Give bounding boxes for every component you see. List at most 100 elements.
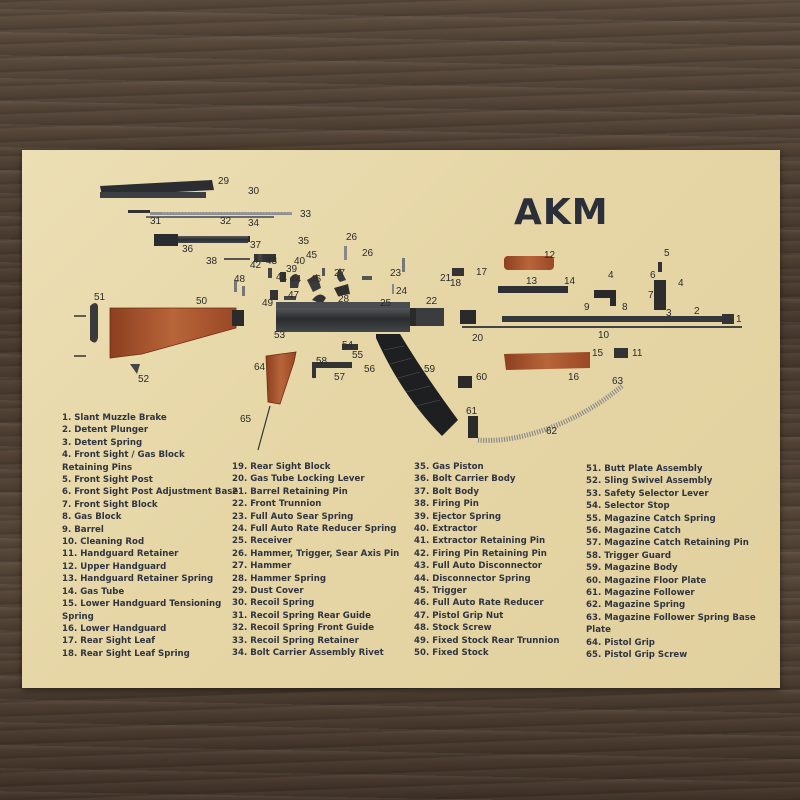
magazine-follower-part (468, 416, 478, 438)
legend-item: 41. Extractor Retaining Pin (414, 536, 546, 547)
legend-item: 56. Magazine Catch (586, 526, 681, 537)
callout-17: 17 (476, 267, 488, 278)
callout-24: 24 (396, 286, 408, 297)
callout-53: 53 (274, 330, 286, 341)
rear-sight-block-part (460, 310, 476, 324)
callout-57: 57 (334, 372, 346, 383)
callout-31: 31 (150, 216, 162, 227)
legend-item: 55. Magazine Catch Spring (586, 513, 716, 524)
legend-item: 30. Recoil Spring (232, 598, 315, 609)
legend-item: 13. Handguard Retainer Spring (62, 574, 214, 585)
callout-39: 39 (286, 264, 298, 275)
callout-7: 7 (648, 290, 654, 301)
recoil-spring-part (128, 210, 292, 218)
callout-21: 21 (440, 273, 452, 284)
callout-58: 58 (316, 356, 328, 367)
callout-12: 12 (544, 250, 556, 261)
legend-item: 44. Disconnector Spring (414, 573, 531, 584)
callout-36: 36 (182, 244, 194, 255)
callout-63: 63 (612, 376, 624, 387)
handguard-retainer-part (614, 348, 628, 358)
magazine-body-part (376, 334, 458, 436)
callout-1: 1 (736, 314, 742, 325)
callout-55: 55 (352, 350, 364, 361)
callout-38: 38 (206, 256, 218, 267)
legend-item: 28. Hammer Spring (232, 573, 326, 584)
legend-item: 57. Magazine Catch Retaining Pin (586, 538, 749, 549)
callout-16: 16 (568, 372, 580, 383)
callout-25: 25 (380, 298, 392, 309)
legend-item: 23. Full Auto Sear Spring (232, 511, 354, 522)
legend-item: 51. Butt Plate Assembly (586, 464, 703, 474)
callout-64: 64 (254, 362, 266, 373)
callout-6: 6 (650, 270, 656, 281)
callout-44: 44 (290, 274, 302, 285)
callout-13: 13 (526, 276, 538, 287)
pistol-grip-part (265, 351, 297, 405)
bolt-body-part (254, 254, 276, 262)
butt-plate-part (74, 303, 98, 357)
legend-item: 32. Recoil Spring Front Guide (232, 623, 375, 634)
callout-54: 54 (342, 340, 354, 351)
magazine-floor-plate-part (458, 376, 472, 388)
legend-item: 63. Magazine Follower Spring Base Plate (586, 612, 756, 636)
callout-47: 47 (288, 290, 300, 301)
callout-26b: 26 (362, 248, 374, 259)
legend-item: 29. Dust Cover (232, 586, 304, 597)
callout-8: 8 (622, 302, 628, 313)
legend-item: 4. Front Sight / Gas Block Retaining Pin… (62, 450, 185, 473)
callout-30: 30 (248, 186, 260, 197)
legend-item: 35. Gas Piston (414, 462, 484, 472)
legend-item: 8. Gas Block (62, 512, 122, 523)
callout-62: 62 (546, 426, 558, 437)
legend-item: 2. Detent Plunger (62, 425, 149, 436)
legend-item: 27. Hammer (232, 561, 292, 572)
pistol-grip-screw-part (257, 405, 271, 451)
legend-item: 18. Rear Sight Leaf Spring (62, 648, 190, 659)
callout-18: 18 (450, 278, 462, 289)
legend-item: 65. Pistol Grip Screw (586, 650, 688, 661)
front-trunnion-part (416, 308, 444, 326)
legend-column-1: 1. Slant Muzzle Brake 2. Detent Plunger … (62, 412, 238, 660)
muzzle-brake-part (722, 314, 734, 324)
magazine-spring-part (477, 384, 624, 443)
callout-35: 35 (298, 236, 310, 247)
gas-tube-part (498, 286, 568, 293)
callout-34: 34 (248, 218, 260, 229)
callout-49: 49 (262, 298, 274, 309)
sling-swivel-part (130, 364, 140, 374)
legend-item: 17. Rear Sight Leaf (62, 636, 156, 647)
legend-item: 40. Extractor (414, 524, 478, 535)
callout-32: 32 (220, 216, 232, 227)
legend-item: 59. Magazine Body (586, 563, 678, 574)
callout-22: 22 (426, 296, 438, 307)
legend-item: 54. Selector Stop (586, 501, 670, 512)
rear-sight-leaf-part (452, 268, 464, 276)
callout-40: 40 (294, 256, 306, 267)
stock-trunnion-part (232, 310, 244, 326)
legend-item: 48. Stock Screw (414, 623, 492, 634)
akm-parts-poster: AKM (22, 150, 780, 688)
legend-item: 12. Upper Handguard (62, 561, 167, 572)
legend-item: 38. Firing Pin (414, 499, 479, 510)
legend-item: 1. Slant Muzzle Brake (62, 413, 167, 423)
callout-4b: 4 (678, 278, 684, 289)
callout-10: 10 (598, 330, 610, 341)
legend-item: 26. Hammer, Trigger, Sear Axis Pin (232, 548, 400, 559)
callout-27: 27 (334, 268, 346, 279)
callout-65: 65 (240, 414, 252, 425)
trigger-guard-part (312, 362, 352, 378)
legend-item: 20. Gas Tube Locking Lever (232, 474, 365, 485)
legend-item: 34. Bolt Carrier Assembly Rivet (232, 648, 384, 659)
callout-5: 5 (664, 248, 670, 259)
legend-item: 61. Magazine Follower (586, 588, 695, 599)
legend-item: 52. Sling Swivel Assembly (586, 476, 713, 487)
callout-52: 52 (138, 374, 150, 385)
legend-item: 22. Front Trunnion (232, 499, 322, 510)
callout-3: 3 (666, 308, 672, 319)
legend-item: 43. Full Auto Disconnector (414, 561, 543, 572)
upper-handguard-part (504, 256, 554, 270)
legend-item: 64. Pistol Grip (586, 637, 655, 648)
legend-item: 46. Full Auto Rate Reducer (414, 598, 544, 609)
legend-item: 47. Pistol Grip Nut (414, 610, 504, 621)
